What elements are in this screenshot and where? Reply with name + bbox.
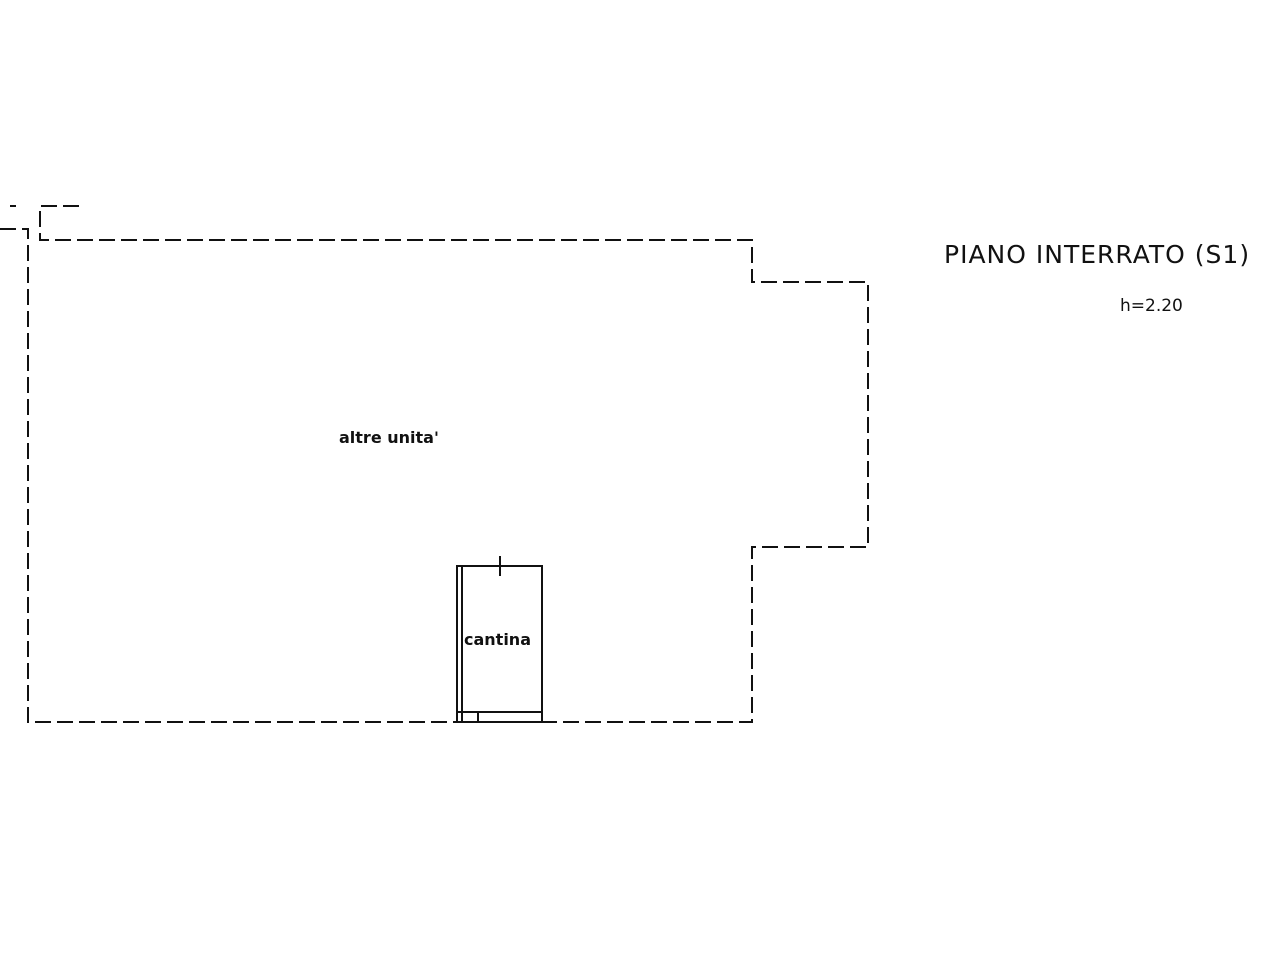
cellar-room bbox=[456, 556, 543, 723]
room-label-other-units: altre unita' bbox=[339, 428, 439, 447]
room-label-cellar: cantina bbox=[464, 630, 531, 649]
floor-perimeter bbox=[0, 205, 869, 723]
ceiling-height: h=2.20 bbox=[1120, 296, 1183, 316]
perimeter-dashed-outline bbox=[0, 205, 869, 723]
floor-title: PIANO INTERRATO (S1) bbox=[944, 240, 1251, 269]
